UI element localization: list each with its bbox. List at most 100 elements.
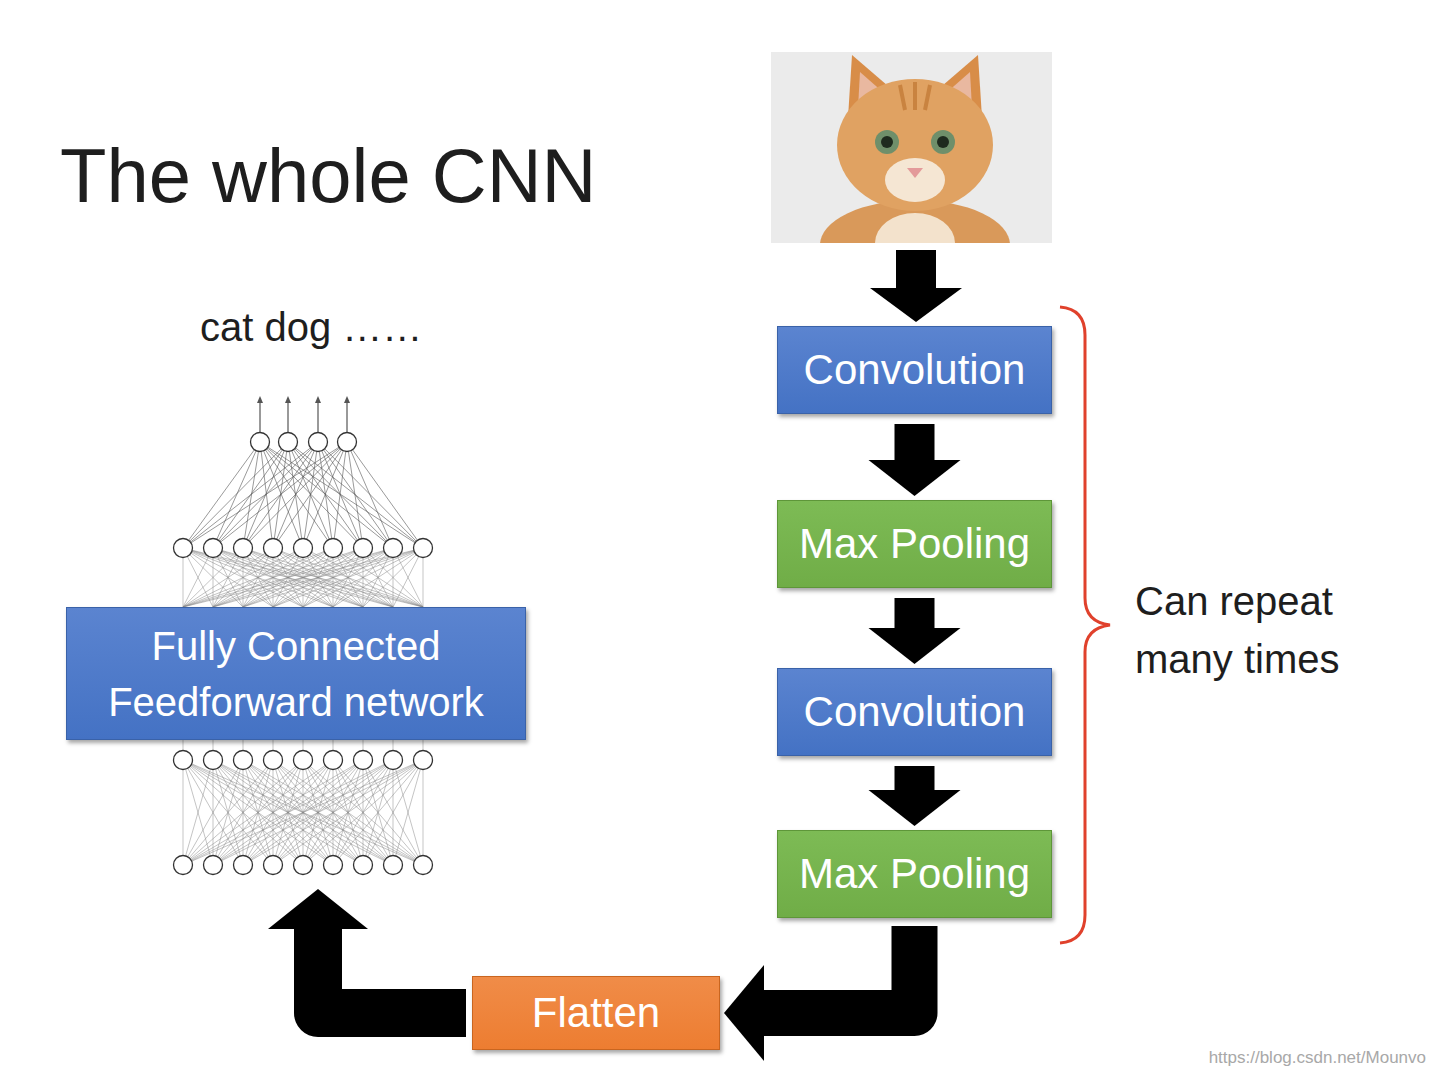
weight-line (183, 760, 423, 865)
output-line (259, 401, 260, 432)
weight-line (347, 442, 393, 548)
arrow-head (869, 790, 961, 826)
node-label: Convolution (804, 345, 1026, 395)
neuron (414, 856, 433, 875)
weight-line (243, 442, 260, 548)
neuron (324, 856, 343, 875)
neuron (354, 539, 373, 558)
neuron (414, 539, 433, 558)
weight-line (183, 442, 318, 548)
weight-line (183, 760, 303, 865)
weight-line (183, 760, 423, 865)
cat-nose (907, 168, 923, 178)
neuron (204, 539, 223, 558)
arrow-head (870, 288, 962, 322)
weight-line (183, 548, 273, 607)
node-label: Fully Connected Feedforward network (81, 618, 511, 730)
cat-eye (875, 130, 899, 154)
output-line (346, 401, 347, 432)
cat-pupil (881, 136, 893, 148)
arrow-head (869, 460, 961, 496)
neuron (309, 433, 328, 452)
neuron (414, 751, 433, 770)
neuron (174, 751, 193, 770)
arrow-shaft (896, 250, 936, 290)
watermark: https://blog.csdn.net/Mounvo (1209, 1048, 1426, 1068)
weight-line (347, 442, 423, 548)
neuron (294, 751, 313, 770)
flow-arrow (869, 766, 961, 826)
flow-arrow (724, 926, 915, 1061)
weight-line (347, 442, 363, 548)
arrow-shaft (895, 598, 935, 628)
flow-arrow (869, 598, 961, 664)
node-label: Max Pooling (799, 519, 1030, 569)
neuron (234, 751, 253, 770)
weight-line (213, 760, 423, 865)
flow-arrow (869, 424, 961, 496)
weight-line (183, 548, 333, 607)
arrow-head (869, 628, 961, 664)
weight-line (393, 760, 423, 865)
neuron (384, 539, 403, 558)
weight-line (243, 442, 318, 548)
cat-head (837, 79, 993, 211)
weight-line (303, 442, 347, 548)
neuron (234, 856, 253, 875)
weight-line (183, 760, 243, 865)
neuron (204, 856, 223, 875)
weight-line (318, 442, 333, 548)
convolution-box: Convolution (777, 668, 1052, 756)
cat-pupil (937, 136, 949, 148)
weight-line (273, 548, 423, 607)
weight-line (318, 442, 393, 548)
arrow-head (724, 965, 764, 1061)
max-pooling-box: Max Pooling (777, 830, 1052, 918)
weight-line (273, 442, 347, 548)
weight-line (183, 760, 243, 865)
weight-line (183, 760, 213, 865)
neuron (324, 539, 343, 558)
input-arrow (870, 250, 962, 322)
weight-line (183, 760, 393, 865)
flatten-box: Flatten (472, 976, 720, 1050)
weight-line (303, 760, 423, 865)
neuron (338, 433, 357, 452)
arrow-shaft (764, 926, 915, 1013)
weight-line (183, 760, 333, 865)
neuron (279, 433, 298, 452)
weight-line (183, 760, 363, 865)
weight-line (318, 442, 423, 548)
neuron (264, 856, 283, 875)
weight-line (183, 760, 393, 865)
weight-line (260, 442, 363, 548)
cat-muzzle (885, 158, 945, 202)
weight-line (288, 442, 393, 548)
output-arrowhead (315, 396, 321, 403)
weight-line (243, 442, 347, 548)
repeat-note: Can repeat many times (1135, 572, 1405, 688)
fully-connected-network: Fully Connected Feedforward network (66, 385, 526, 885)
neuron (324, 751, 343, 770)
weight-line (183, 760, 273, 865)
slide-title: The whole CNN (60, 132, 596, 219)
cat-chest-light (875, 213, 955, 243)
cat-stripes (900, 82, 930, 110)
weight-line (260, 442, 423, 548)
output-arrowhead (257, 396, 263, 403)
neuron (234, 539, 253, 558)
weight-line (183, 760, 303, 865)
weight-line (183, 760, 273, 865)
neuron (354, 751, 373, 770)
weight-line (183, 760, 184, 865)
output-classes-label: cat dog …… (200, 303, 500, 351)
neuron (294, 856, 313, 875)
neuron (384, 856, 403, 875)
output-line (287, 401, 288, 432)
neuron (384, 751, 403, 770)
weight-line (363, 760, 423, 865)
arrow-head (268, 889, 368, 929)
output-line (317, 401, 318, 432)
neuron (264, 539, 283, 558)
